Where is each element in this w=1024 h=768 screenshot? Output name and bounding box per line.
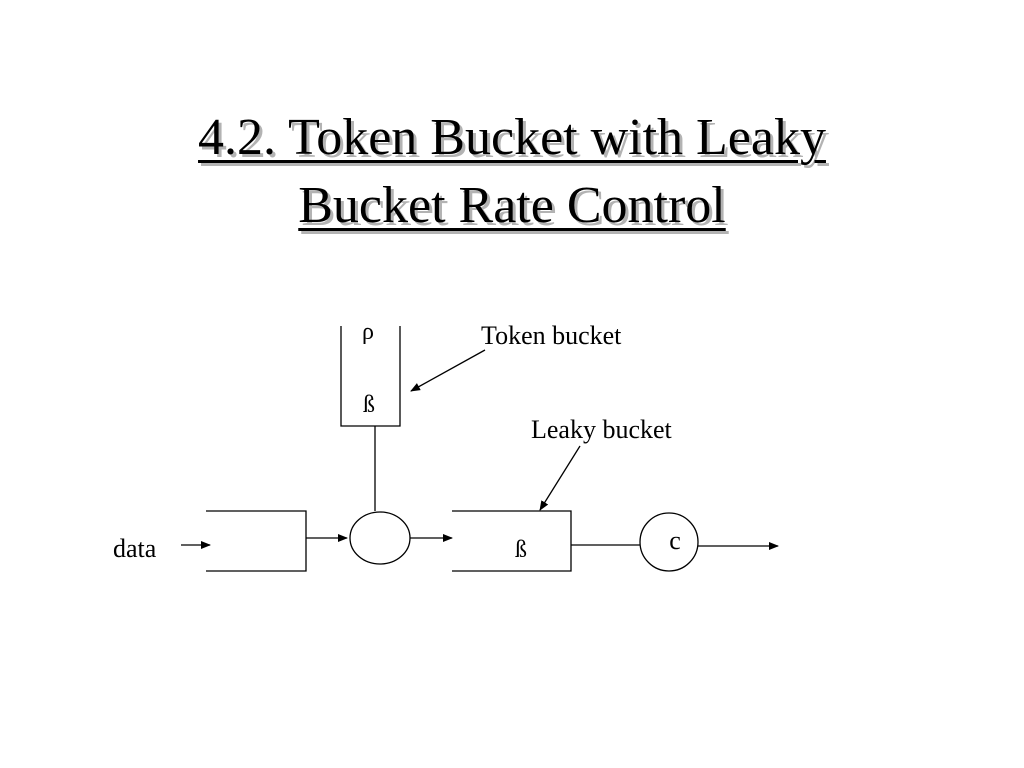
slide-title-line-2: Bucket Rate Control — [298, 177, 726, 234]
token-bucket-size-symbol: ß — [363, 392, 375, 418]
slide-title-line-1: 4.2. Token Bucket with Leaky — [198, 109, 826, 166]
token-rate-symbol: ρ — [362, 319, 374, 345]
slide-title: 4.2. Token Bucket with Leaky Bucket Rate… — [0, 104, 1024, 240]
output-rate-symbol: c — [669, 526, 681, 555]
token-regulator — [349, 511, 411, 565]
token-bucket — [340, 326, 401, 427]
token-bucket-label: Token bucket — [481, 321, 622, 350]
data-input-label: data — [113, 534, 157, 563]
input-queue — [206, 510, 307, 572]
token-bucket-pointer-arrow — [410, 349, 486, 392]
leaky-bucket — [452, 510, 572, 572]
leaky-bucket-label: Leaky bucket — [531, 415, 673, 444]
output-server — [639, 512, 699, 572]
leaky-bucket-pointer-arrow — [539, 445, 581, 511]
leaky-bucket-size-symbol: ß — [515, 537, 527, 563]
